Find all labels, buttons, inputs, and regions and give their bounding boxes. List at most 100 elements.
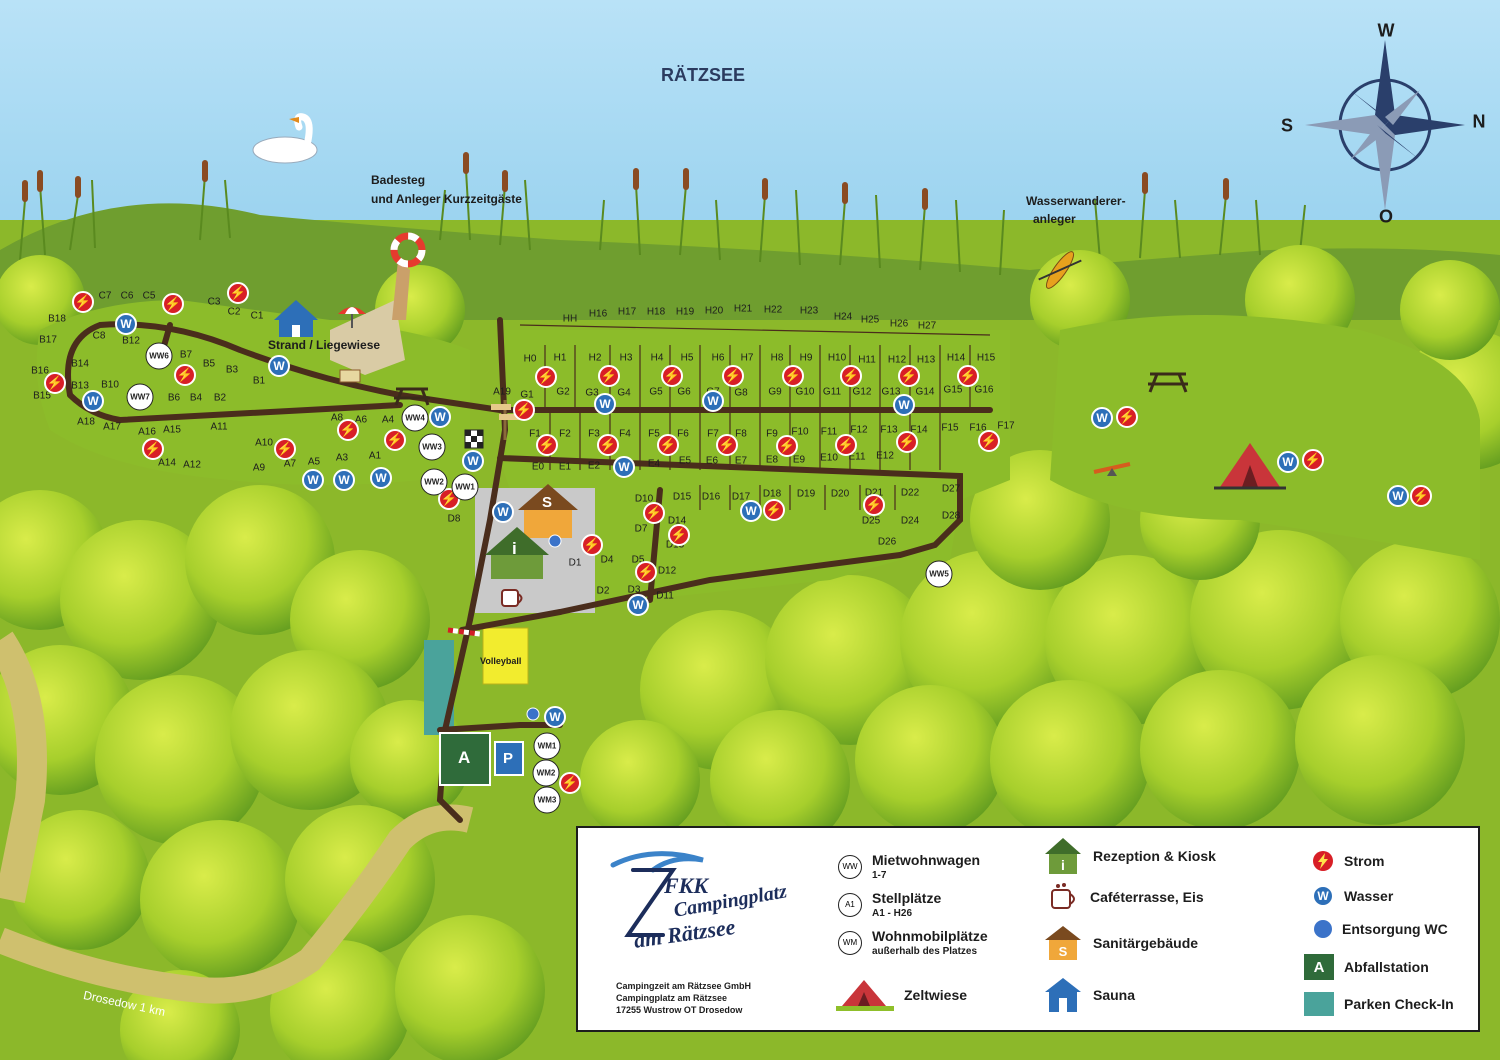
plot-label-d25[interactable]: D25 [861,515,881,527]
plot-label-b2[interactable]: B2 [213,392,227,404]
plot-label-g11[interactable]: G11 [822,386,842,398]
plot-label-d21[interactable]: D21 [864,487,884,499]
plot-label-b7[interactable]: B7 [179,349,193,361]
plot-label-c3[interactable]: C3 [207,296,221,308]
plot-label-d8[interactable]: D8 [447,513,461,525]
plot-label-g3[interactable]: G3 [585,387,599,399]
plot-label-g13[interactable]: G13 [881,386,901,398]
plot-label-a7[interactable]: A7 [283,458,297,470]
plot-label-a18[interactable]: A18 [77,416,95,428]
plot-label-a4[interactable]: A4 [381,414,395,426]
plot-label-h3[interactable]: H3 [619,352,633,364]
plot-label-f6[interactable]: F6 [677,428,689,440]
plot-label-h2[interactable]: H2 [588,352,602,364]
plot-label-a17[interactable]: A17 [103,421,121,433]
plot-label-a8[interactable]: A8 [330,412,344,424]
plot-label-h14[interactable]: H14 [946,352,966,364]
plot-label-f14[interactable]: F14 [910,424,928,436]
plot-label-b12[interactable]: B12 [122,335,140,347]
plot-label-h17[interactable]: H17 [617,306,637,318]
plot-label-c8[interactable]: C8 [92,330,106,342]
plot-label-a3[interactable]: A3 [335,452,349,464]
plot-label-d20[interactable]: D20 [830,488,850,500]
plot-label-b3[interactable]: B3 [225,364,239,376]
plot-label-a16[interactable]: A16 [138,426,156,438]
plot-label-c5[interactable]: C5 [142,290,156,302]
rental-caravan-ww7[interactable]: WW7 [126,383,154,411]
plot-label-hh[interactable]: HH [562,313,578,325]
plot-label-h22[interactable]: H22 [763,304,783,316]
rental-caravan-wm3[interactable]: WM3 [533,786,561,814]
plot-label-d28[interactable]: D28 [941,510,961,522]
plot-label-e0[interactable]: E0 [531,461,545,473]
plot-label-e11[interactable]: E11 [848,451,866,463]
rental-caravan-wm1[interactable]: WM1 [533,732,561,760]
plot-label-d27[interactable]: D27 [941,483,961,495]
plot-label-g1[interactable]: G1 [520,389,534,401]
plot-label-c7[interactable]: C7 [98,290,112,302]
plot-label-f9[interactable]: F9 [766,428,778,440]
plot-label-h21[interactable]: H21 [733,303,753,315]
rental-caravan-wm2[interactable]: WM2 [532,759,560,787]
plot-label-g5[interactable]: G5 [649,386,663,398]
plot-label-h12[interactable]: H12 [887,354,907,366]
plot-label-f12[interactable]: F12 [850,424,868,436]
plot-label-e4[interactable]: E4 [647,458,661,470]
plot-label-e9[interactable]: E9 [792,454,806,466]
plot-label-g12[interactable]: G12 [852,386,872,398]
plot-label-d4[interactable]: D4 [600,554,614,566]
plot-label-b6[interactable]: B6 [167,392,181,404]
rental-caravan-ww1[interactable]: WW1 [451,473,479,501]
plot-label-h4[interactable]: H4 [650,352,664,364]
plot-label-g6[interactable]: G6 [677,386,691,398]
plot-label-d17[interactable]: D17 [731,491,751,503]
rental-caravan-ww4[interactable]: WW4 [401,404,429,432]
plot-label-h8[interactable]: H8 [770,352,784,364]
plot-label-h13[interactable]: H13 [916,354,936,366]
plot-label-b1[interactable]: B1 [252,375,266,387]
plot-label-c6[interactable]: C6 [120,290,134,302]
plot-label-d15[interactable]: D15 [672,491,692,503]
plot-label-d19[interactable]: D19 [796,488,816,500]
plot-label-f16[interactable]: F16 [969,422,987,434]
plot-label-e7[interactable]: E7 [734,455,748,467]
plot-label-e2[interactable]: E2 [587,460,601,472]
plot-label-f8[interactable]: F8 [735,428,747,440]
plot-label-f7[interactable]: F7 [707,428,719,440]
plot-label-a12[interactable]: A12 [183,459,201,471]
plot-label-a9[interactable]: A9 [252,462,266,474]
plot-label-f1[interactable]: F1 [529,428,541,440]
plot-label-h6[interactable]: H6 [711,352,725,364]
plot-label-h5[interactable]: H5 [680,352,694,364]
plot-label-a11[interactable]: A11 [210,421,228,433]
plot-label-d18[interactable]: D18 [762,488,782,500]
plot-label-d7[interactable]: D7 [634,523,648,535]
plot-label-h20[interactable]: H20 [704,305,724,317]
plot-label-g10[interactable]: G10 [795,386,815,398]
plot-label-d14[interactable]: D14 [667,515,687,527]
plot-label-f10[interactable]: F10 [791,426,809,438]
plot-label-a5[interactable]: A5 [307,456,321,468]
plot-label-e10[interactable]: E10 [820,452,838,464]
plot-label-e8[interactable]: E8 [765,454,779,466]
plot-label-g14[interactable]: G14 [915,386,935,398]
plot-label-h16[interactable]: H16 [588,308,608,320]
plot-label-a10[interactable]: A10 [255,437,273,449]
plot-label-b5[interactable]: B5 [202,358,216,370]
plot-label-h24[interactable]: H24 [833,311,853,323]
plot-label-h23[interactable]: H23 [799,305,819,317]
plot-label-b16[interactable]: B16 [31,365,49,377]
plot-label-b13[interactable]: B13 [71,380,89,392]
plot-label-f4[interactable]: F4 [619,428,631,440]
plot-label-f3[interactable]: F3 [588,428,600,440]
plot-label-e6[interactable]: E6 [705,455,719,467]
plot-label-a14[interactable]: A14 [158,457,176,469]
plot-label-b4[interactable]: B4 [189,392,203,404]
plot-label-f2[interactable]: F2 [559,428,571,440]
plot-label-g15[interactable]: G15 [943,384,963,396]
plot-label-b10[interactable]: B10 [101,379,119,391]
plot-label-c2[interactable]: C2 [227,306,241,318]
plot-label-g9[interactable]: G9 [768,386,782,398]
plot-label-f17[interactable]: F17 [997,420,1015,432]
plot-label-g4[interactable]: G4 [617,387,631,399]
